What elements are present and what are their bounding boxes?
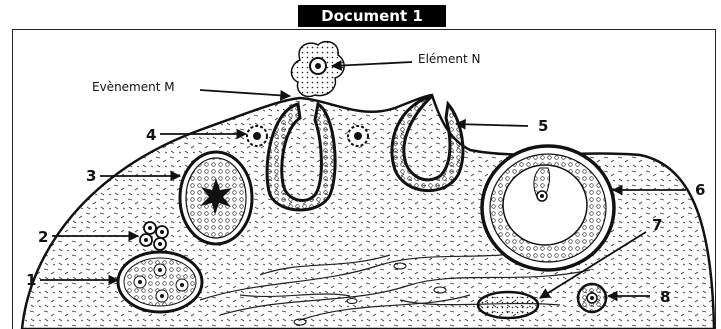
label-6: 6: [695, 181, 705, 199]
label-4: 4: [146, 126, 156, 144]
label-event-m: Evènement M: [92, 80, 175, 94]
label-2: 2: [38, 228, 48, 246]
label-1: 1: [26, 271, 36, 289]
label-3: 3: [86, 167, 96, 185]
leader-5: [456, 124, 528, 126]
label-7: 7: [652, 216, 662, 234]
follicle-3: [180, 152, 252, 244]
follicle-1: [118, 252, 202, 312]
follicle-7: [478, 292, 538, 318]
label-8: 8: [660, 288, 670, 306]
label-element-n: Elément N: [418, 52, 480, 66]
follicle-8: [578, 284, 606, 312]
label-5: 5: [538, 117, 548, 135]
follicle-6: [482, 146, 614, 270]
leader-event-m: [200, 90, 290, 96]
